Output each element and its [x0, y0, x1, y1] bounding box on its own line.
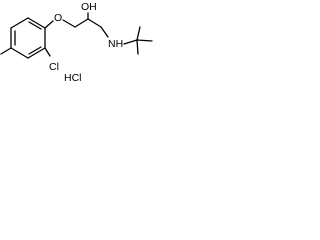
oxygen-to-ch2-bond — [62, 19, 76, 28]
chlorine-label: Cl — [49, 61, 59, 73]
methyl-bond — [0, 47, 12, 55]
tbutyl-methyl-bond — [136, 26, 141, 41]
ring-to-oxygen-bond — [44, 20, 54, 29]
choh-to-ch2-bond — [87, 18, 102, 28]
ring-bond — [27, 17, 46, 29]
amine-label: NH — [108, 38, 123, 50]
chlorine-bond — [44, 47, 51, 57]
nitrogen-to-tbutyl-bond — [123, 39, 138, 45]
ether-oxygen-label: O — [54, 12, 62, 24]
hcl-label: HCl — [64, 72, 82, 84]
ring-double-bond — [28, 21, 42, 30]
ring-bond — [10, 47, 29, 59]
hydroxyl-label: OH — [81, 1, 97, 13]
chemical-structure-diagram: Cl O OH NH HCl — [0, 1, 153, 84]
ring-bond — [27, 47, 46, 59]
benzene-ring — [10, 17, 46, 59]
ch2-to-choh-bond — [74, 18, 89, 28]
ch2-to-nitrogen-bond — [100, 26, 109, 38]
tbutyl-methyl-bond — [136, 39, 139, 55]
ring-double-bond — [28, 46, 42, 55]
ring-bond — [10, 17, 29, 29]
tbutyl-methyl-bond — [136, 39, 153, 42]
